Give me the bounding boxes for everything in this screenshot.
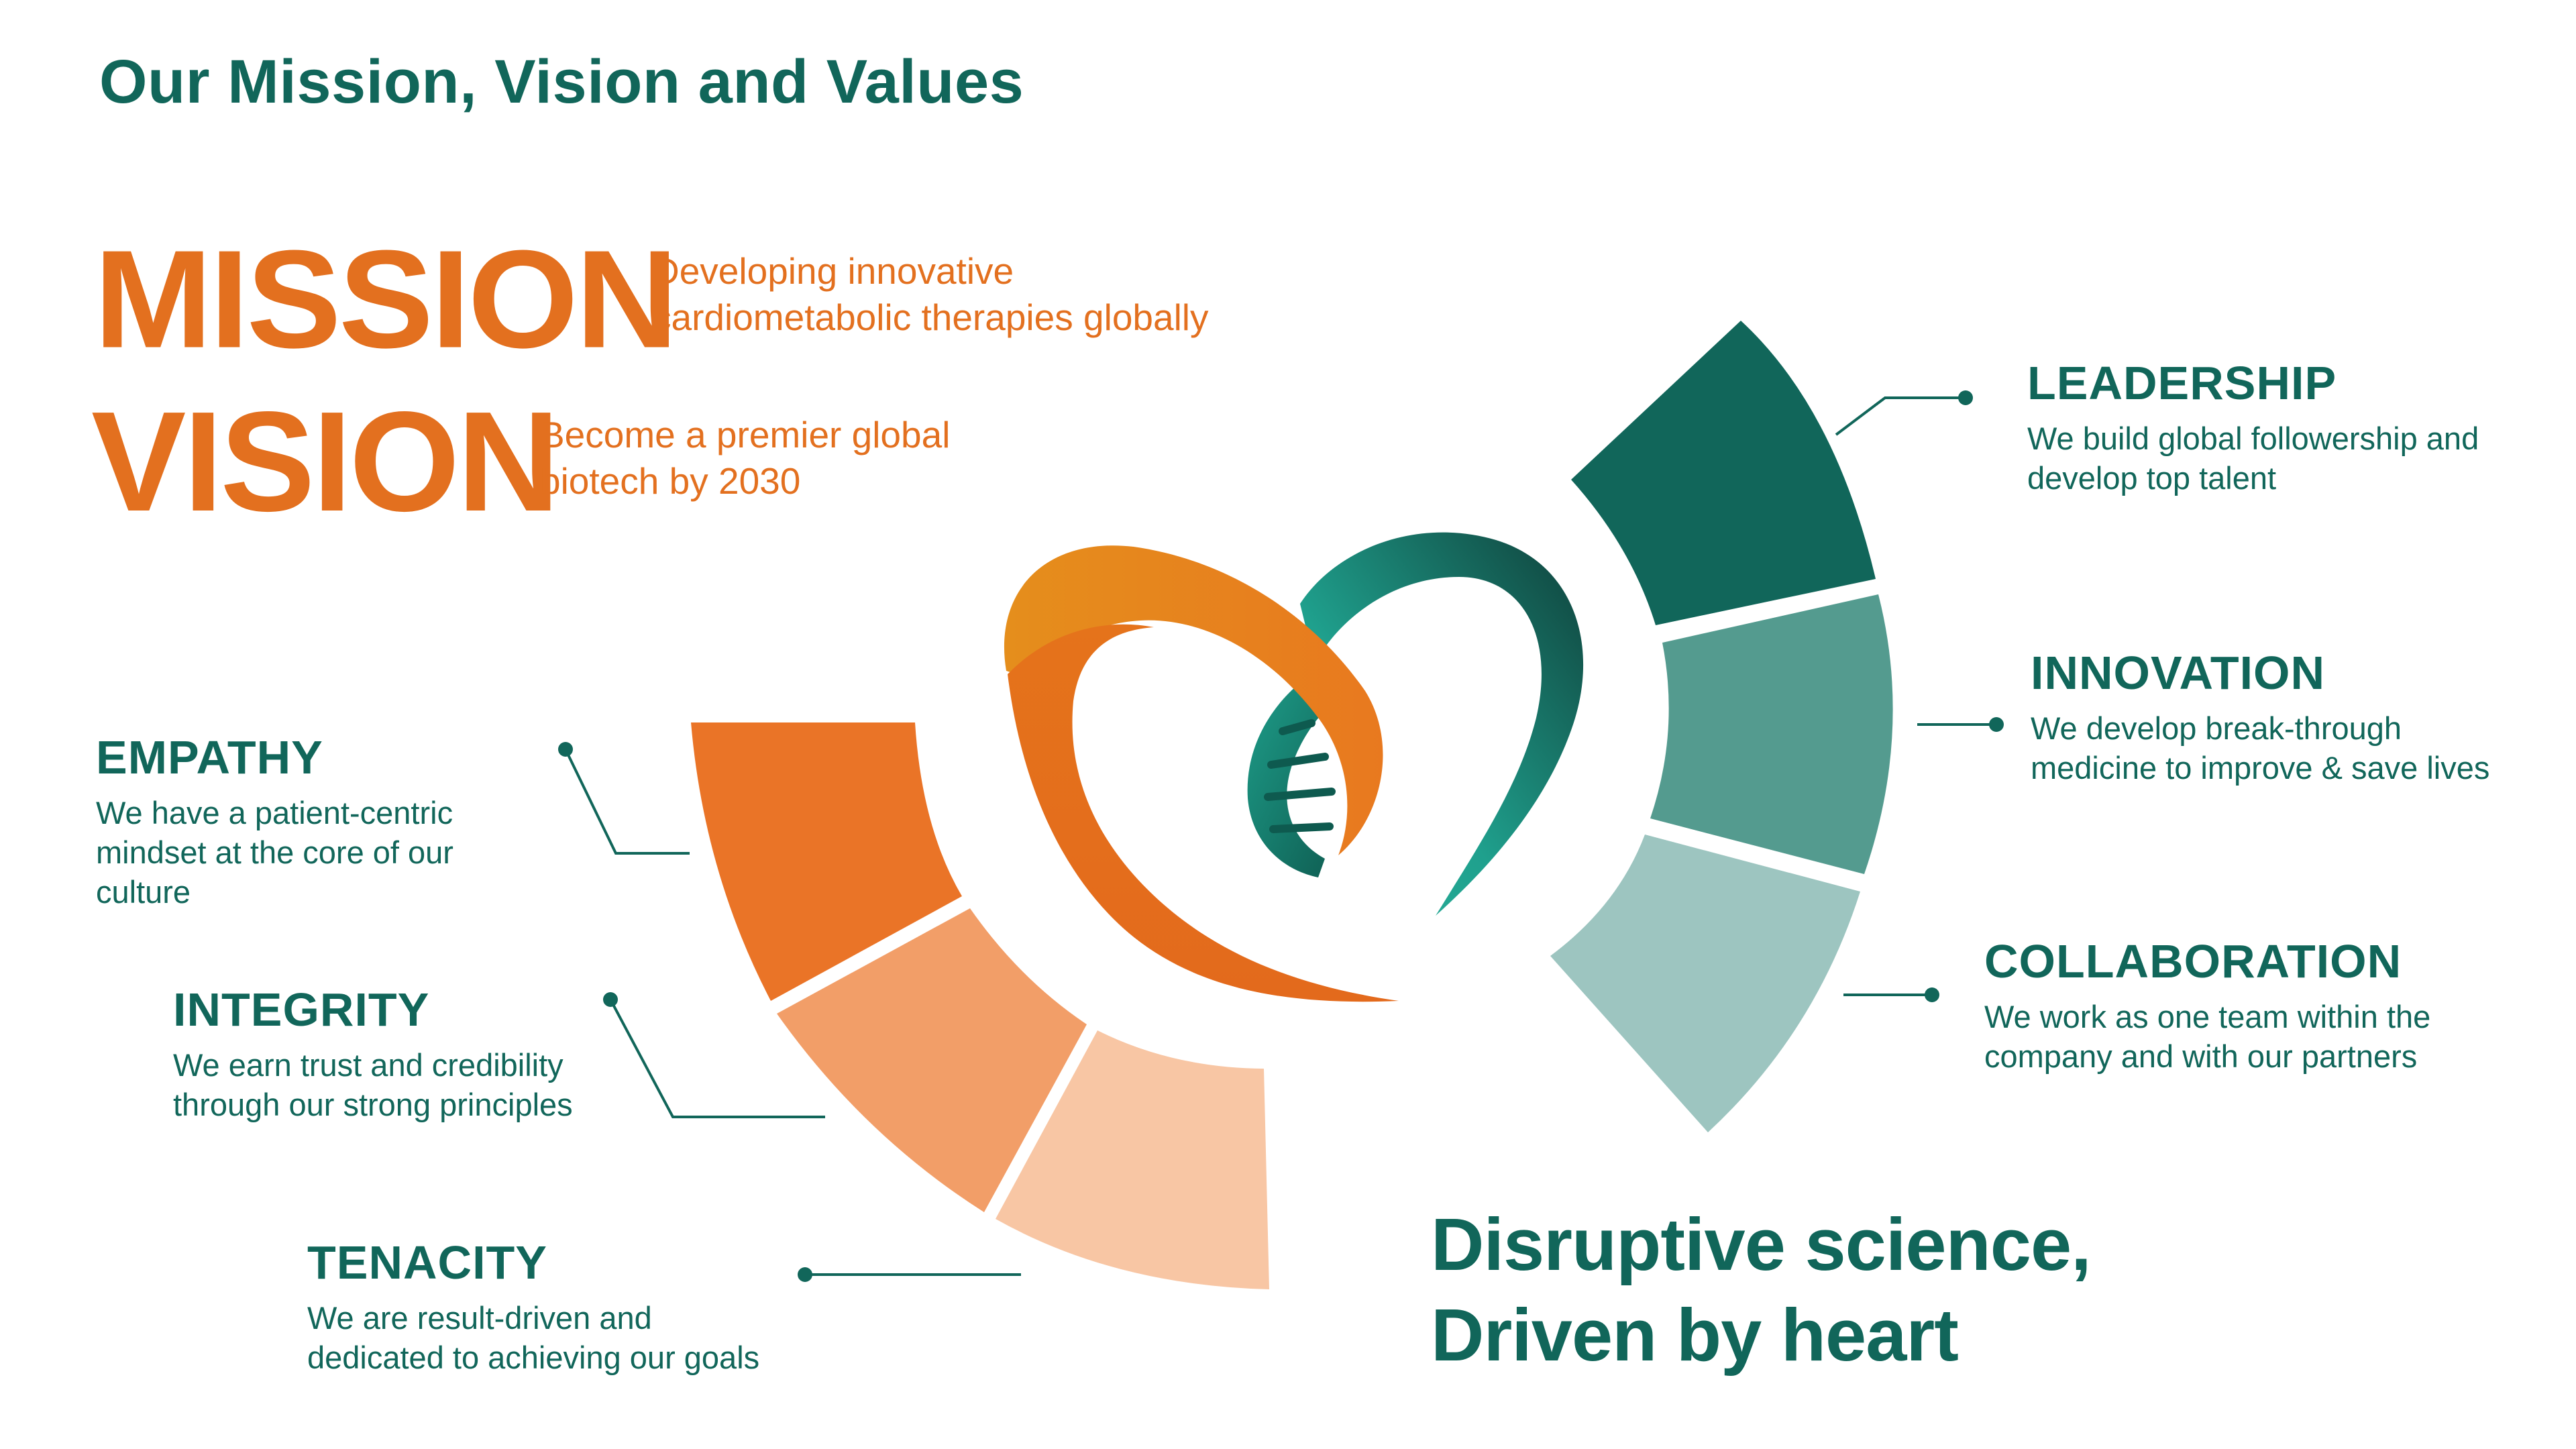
value-desc-line: dedicated to achieving our goals — [307, 1340, 760, 1375]
mission-statement-line-2: cardiometabolic therapies globally — [653, 297, 1209, 338]
value-desc-line: We earn trust and credibility — [173, 1047, 564, 1083]
value-collaboration: COLLABORATION We work as one team within… — [1984, 938, 2430, 1076]
mission-statement-line-1: Developing innovative — [653, 250, 1014, 292]
value-heading: EMPATHY — [96, 731, 323, 784]
integrity-dot — [603, 992, 618, 1007]
orange-arc — [691, 722, 1269, 1289]
value-desc-line: develop top talent — [2027, 460, 2277, 496]
empathy-segment — [691, 722, 962, 1001]
mission-statement: Developing innovative cardiometabolic th… — [653, 248, 1209, 341]
value-desc-line: culture — [96, 874, 191, 910]
value-heading: INNOVATION — [2031, 647, 2326, 699]
value-tenacity: TENACITY We are result-driven and dedica… — [307, 1239, 759, 1377]
value-desc-line: through our strong principles — [173, 1087, 573, 1122]
tagline: Disruptive science, Driven by heart — [1431, 1199, 2092, 1381]
value-desc-line: We work as one team within the — [1984, 999, 2431, 1034]
leadership-dot — [1958, 390, 1973, 405]
value-desc-line: We are result-driven and — [307, 1300, 652, 1336]
tagline-line-1: Disruptive science, — [1431, 1203, 2092, 1286]
vision-word: VISION — [91, 382, 560, 541]
innovation-segment — [1650, 594, 1893, 874]
value-description: We work as one team within the company a… — [1984, 997, 2430, 1076]
integrity-connector — [609, 999, 825, 1118]
connectors — [558, 390, 2004, 1282]
value-description: We develop break-through medicine to imp… — [2031, 708, 2489, 788]
vision-statement: Become a premier global biotech by 2030 — [540, 412, 950, 504]
value-description: We are result-driven and dedicated to ac… — [307, 1298, 759, 1377]
collaboration-dot — [1925, 987, 1939, 1002]
vision-statement-line-1: Become a premier global — [540, 414, 951, 455]
tagline-line-2: Driven by heart — [1431, 1294, 1959, 1377]
value-heading: TENACITY — [307, 1236, 547, 1289]
tenacity-dot — [798, 1267, 812, 1282]
value-leadership: LEADERSHIP We build global followership … — [2027, 360, 2479, 498]
leadership-segment — [1571, 321, 1876, 625]
teal-arc — [1550, 321, 1893, 1132]
value-heading: COLLABORATION — [1984, 935, 2402, 987]
mission-word: MISSION — [94, 221, 678, 377]
value-heading: LEADERSHIP — [2027, 357, 2337, 409]
leadership-connector — [1835, 396, 1966, 436]
integrity-segment — [777, 908, 1087, 1212]
value-description: We have a patient-centric mindset at the… — [96, 793, 453, 912]
value-desc-line: company and with our partners — [1984, 1038, 2418, 1074]
empathy-connector — [564, 749, 690, 855]
empathy-dot — [558, 742, 573, 757]
value-desc-line: We have a patient-centric — [96, 795, 453, 830]
value-desc-line: medicine to improve & save lives — [2031, 750, 2490, 786]
value-desc-line: We build global followership and — [2027, 421, 2479, 456]
tenacity-segment — [996, 1030, 1269, 1289]
value-desc-line: We develop break-through — [2031, 710, 2402, 746]
vision-statement-line-2: biotech by 2030 — [540, 460, 801, 502]
value-heading: INTEGRITY — [173, 983, 430, 1036]
collaboration-segment — [1550, 835, 1860, 1132]
innovation-dot — [1989, 717, 2004, 732]
heart-helix-logo-icon — [1004, 532, 1584, 1002]
page-title: Our Mission, Vision and Values — [99, 48, 1024, 116]
value-description: We build global followership and develop… — [2027, 419, 2479, 498]
value-innovation: INNOVATION We develop break-through medi… — [2031, 649, 2489, 788]
value-desc-line: mindset at the core of our — [96, 835, 453, 870]
value-empathy: EMPATHY We have a patient-centric mindse… — [96, 734, 453, 912]
value-integrity: INTEGRITY We earn trust and credibility … — [173, 986, 573, 1124]
value-description: We earn trust and credibility through ou… — [173, 1045, 573, 1124]
